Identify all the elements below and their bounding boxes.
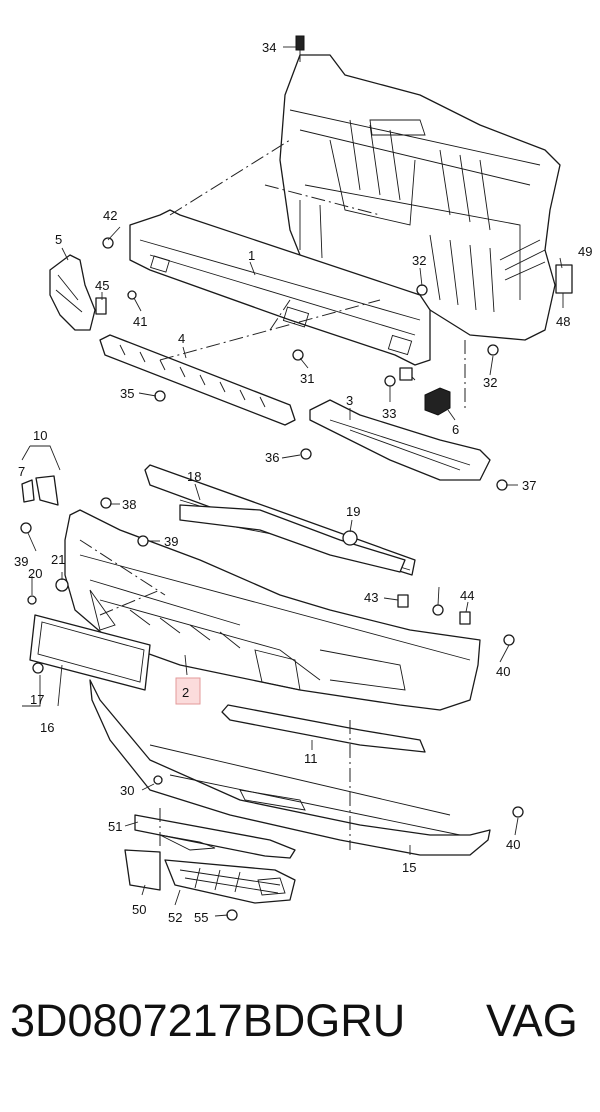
grille-insert (134, 814, 296, 859)
cover-piece (124, 849, 161, 891)
parts-diagram: 34 42 5 45 41 1 4 35 32 31 33 49 48 32 6… (14, 35, 592, 925)
callout-52: 52 (168, 910, 182, 925)
callout-30: 30 (120, 783, 134, 798)
callout-35: 35 (120, 386, 134, 401)
spacer-profile (144, 464, 416, 576)
callout-55: 55 (194, 910, 208, 925)
callout-31: 31 (300, 371, 314, 386)
callout-36: 36 (265, 450, 279, 465)
callout-34: 34 (262, 40, 276, 55)
callout-2: 2 (182, 685, 189, 700)
callout-21: 21 (51, 552, 65, 567)
callout-40-right: 40 (496, 664, 510, 679)
callout-44: 44 (460, 588, 474, 603)
callout-6: 6 (452, 422, 459, 437)
callout-43: 43 (364, 590, 378, 605)
callout-10: 10 (33, 428, 47, 443)
bumper-beam (129, 209, 431, 366)
callout-42: 42 (103, 208, 117, 223)
callout-41: 41 (133, 314, 147, 329)
callout-39-left: 39 (14, 554, 28, 569)
licence-plate-holder (29, 614, 151, 691)
guide-bracket (399, 367, 451, 416)
callout-32-top: 32 (412, 253, 426, 268)
bumper-cover (64, 509, 481, 711)
right-bracket (309, 399, 491, 481)
callout-40-bottom: 40 (506, 837, 520, 852)
callout-labels: 34 42 5 45 41 1 4 35 32 31 33 49 48 32 6… (14, 40, 592, 925)
callout-4: 4 (178, 331, 185, 346)
callout-1: 1 (248, 248, 255, 263)
assembly-lines (79, 139, 466, 850)
callout-17: 17 (30, 692, 44, 707)
trim-strip (221, 704, 426, 753)
callout-50: 50 (132, 902, 146, 917)
energy-absorber (99, 334, 296, 426)
callout-16: 16 (40, 720, 54, 735)
highlight-box-item-2 (175, 677, 201, 705)
callout-39-mid: 39 (164, 534, 178, 549)
callout-45: 45 (95, 278, 109, 293)
lower-spoiler (89, 679, 491, 856)
callout-18: 18 (187, 469, 201, 484)
leader-lines (21, 46, 564, 917)
callout-38: 38 (122, 497, 136, 512)
fasteners (20, 237, 573, 921)
callout-5: 5 (55, 232, 62, 247)
callout-33: 33 (382, 406, 396, 421)
callout-19: 19 (346, 504, 360, 519)
callout-49: 49 (578, 244, 592, 259)
callout-51: 51 (108, 819, 122, 834)
callout-32-right: 32 (483, 375, 497, 390)
brand-text: VAG (486, 995, 578, 1046)
callout-20: 20 (28, 566, 42, 581)
callout-11: 11 (304, 751, 318, 766)
callout-7: 7 (18, 464, 25, 479)
part-number-text: 3D0807217BDGRU (10, 995, 406, 1046)
callout-15: 15 (402, 860, 416, 875)
left-bracket (49, 254, 107, 331)
callout-37: 37 (522, 478, 536, 493)
callout-3: 3 (346, 393, 353, 408)
callout-48: 48 (556, 314, 570, 329)
fog-grille (164, 859, 296, 904)
footer: 3D0807217BDGRU VAG (0, 995, 600, 1075)
